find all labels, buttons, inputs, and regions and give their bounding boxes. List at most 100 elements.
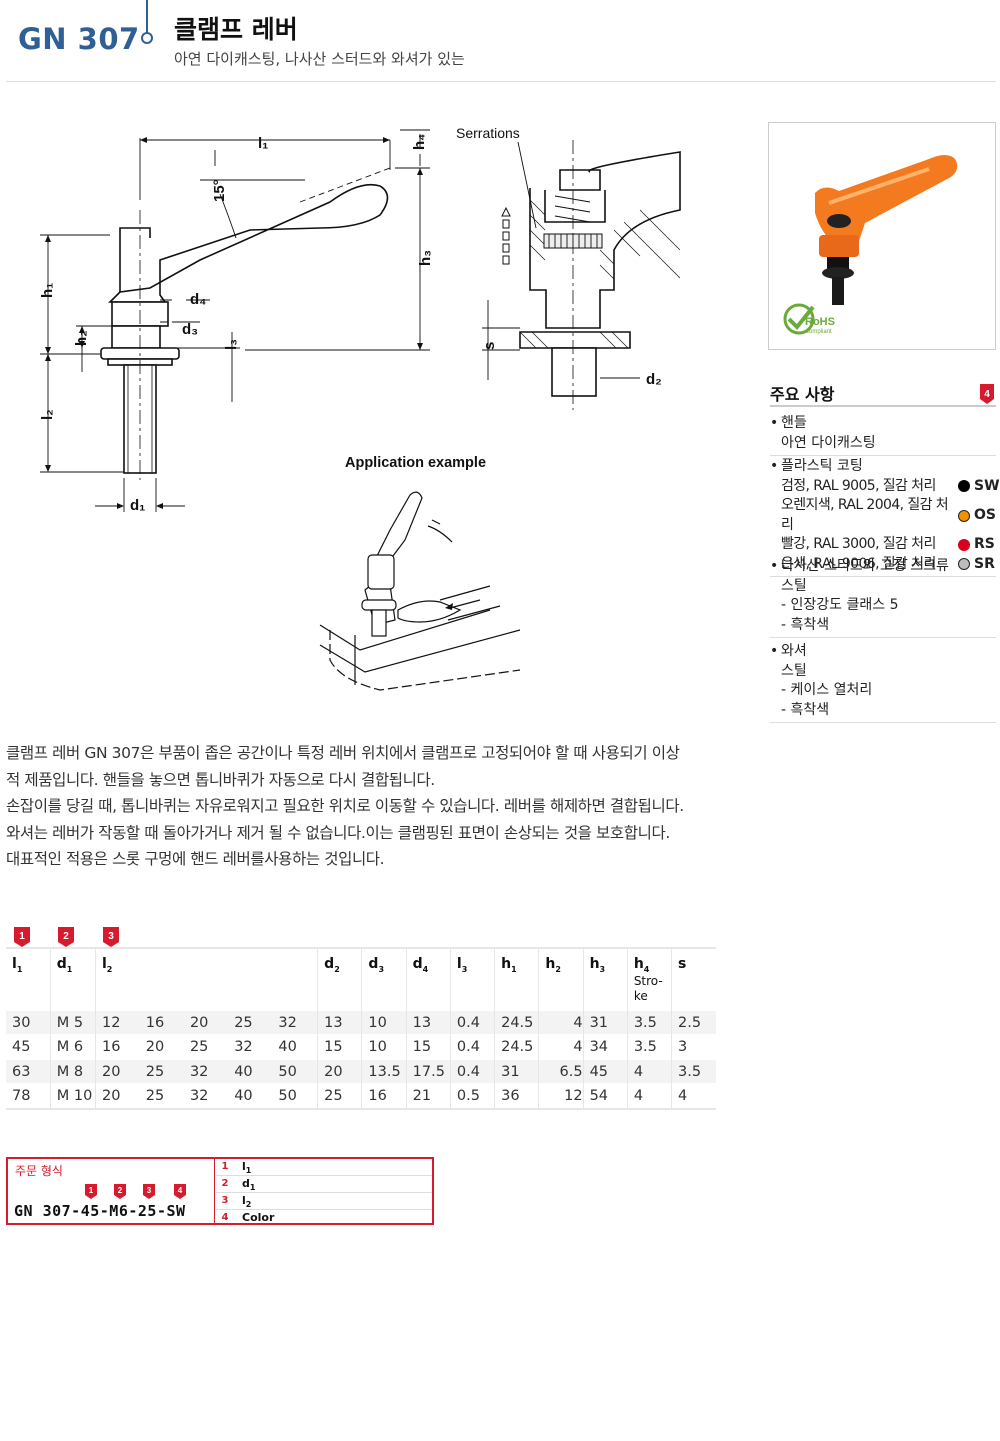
col-d3: d3 [361, 946, 407, 1011]
col-s: s [671, 946, 716, 1011]
svg-text:1: 1 [89, 1186, 94, 1195]
table-cell: 25 [317, 1083, 362, 1110]
table-cell: 63 [6, 1058, 51, 1084]
table-cell: 16 [94, 1034, 140, 1060]
table-cell: 20 [317, 1058, 362, 1084]
table-cell: 3.5 [626, 1009, 672, 1035]
table-cell: 15 [405, 1034, 451, 1060]
dim-l1: l₁ [258, 135, 268, 152]
col-h3: h3 [582, 946, 628, 1011]
svg-text:4: 4 [984, 389, 990, 400]
table-cell: 31 [494, 1058, 539, 1084]
dim-l3: l₃ [223, 339, 240, 350]
table-cell: 25 [183, 1034, 229, 1060]
table-cell: 40 [228, 1083, 273, 1110]
dim-h4: h₄ [411, 134, 428, 150]
order-title: 주문 형식 [15, 1164, 63, 1178]
table-cell: 2.5 [671, 1009, 716, 1035]
table-cell: 13 [405, 1009, 451, 1035]
svg-text:1: 1 [19, 931, 25, 942]
table-cell: 4 [671, 1083, 716, 1110]
table-cell: 32 [183, 1083, 229, 1110]
svg-text:3: 3 [147, 1186, 152, 1195]
dim-h2: h₂ [73, 330, 90, 346]
table-cell: 10 [361, 1034, 407, 1060]
table-cell: 31 [582, 1009, 628, 1035]
description-line: 대표적인 적용은 스롯 구멍에 핸드 레버를사용하는 것입니다. [6, 850, 385, 868]
svg-text:3: 3 [108, 931, 114, 942]
table-cell: M 8 [49, 1058, 96, 1084]
table-cell: 78 [6, 1083, 51, 1110]
table-cell: 20 [94, 1058, 140, 1084]
feature-washer: •와셔 스틸 - 케이스 열처리 - 흑착색 [770, 642, 996, 723]
table-badge-3: 3 [103, 927, 119, 947]
table-cell: 32 [272, 1009, 318, 1035]
table-cell: 17.5 [405, 1058, 451, 1084]
col-d2: d2 [317, 946, 362, 1011]
table-cell: 3.5 [626, 1034, 672, 1060]
application-example-label: Application example [345, 455, 486, 471]
table-cell: 40 [272, 1034, 318, 1060]
order-badge-1: 1 [85, 1184, 97, 1199]
table-cell: 36 [494, 1083, 539, 1110]
table-cell: 24.5 [494, 1009, 539, 1035]
table-cell: 54 [582, 1083, 628, 1110]
table-cell: 4 [538, 1009, 584, 1035]
table-cell: 20 [139, 1034, 184, 1060]
technical-drawing: l₁ h₄ 15° h₃ h₁ d₄ h₂ d₃ l₃ l₂ d₁ s d₂ S… [39, 125, 681, 691]
description-line: 손잡이를 당길 때, 톱니바퀴는 자유로워지고 필요한 위치로 이동할 수 있습… [6, 797, 684, 815]
table-cell: M 10 [49, 1083, 96, 1110]
dim-d4: d₄ [190, 291, 206, 308]
table-cell: 16 [139, 1009, 184, 1035]
table-cell: 21 [405, 1083, 451, 1110]
table-cell: 10 [361, 1009, 407, 1035]
order-badge-2: 2 [114, 1184, 126, 1199]
svg-text:2: 2 [118, 1186, 123, 1195]
table-cell: M 5 [49, 1009, 96, 1035]
dim-h1: h₁ [39, 283, 56, 298]
table-cell: 3 [671, 1034, 716, 1060]
col-l3: l3 [449, 946, 495, 1011]
col-l1: l1 [6, 946, 51, 1011]
table-cell: 12 [94, 1009, 140, 1035]
table-badges: 1 2 3 [6, 925, 718, 947]
order-badges: 1 2 3 4 [85, 1184, 195, 1200]
table-cell: 50 [272, 1058, 318, 1084]
col-h1: h1 [494, 946, 539, 1011]
table-cell: 34 [582, 1034, 628, 1060]
col-h2: h2 [538, 946, 584, 1011]
table-cell: 12 [538, 1083, 584, 1110]
table-cell: 45 [6, 1034, 51, 1060]
table-cell: 0.5 [449, 1083, 495, 1110]
table-cell: 3.5 [671, 1058, 716, 1084]
table-cell: 25 [139, 1083, 184, 1110]
table-cell: 24.5 [494, 1034, 539, 1060]
header-divider [6, 81, 996, 82]
page-subtitle: 아연 다이캐스팅, 나사산 스터드와 와셔가 있는 [174, 50, 465, 68]
product-photo: RoHS compliant [768, 122, 996, 350]
features-title: 주요 사항 [770, 385, 835, 404]
description-line: 와셔는 레버가 작동할 때 돌아가거나 제거 될 수 없습니다.이는 클램핑된 … [6, 823, 670, 842]
table-cell: M 6 [49, 1034, 96, 1060]
table-cell: 20 [183, 1009, 229, 1035]
table-badge-1: 1 [14, 927, 30, 947]
svg-text:2: 2 [63, 931, 69, 942]
table-cell: 0.4 [449, 1034, 495, 1060]
description: 클램프 레버 GN 307은 부품이 좁은 공간이나 특정 레버 위치에서 클램… [6, 740, 726, 873]
table-cell: 45 [582, 1058, 628, 1084]
dim-h3: h₃ [417, 250, 434, 266]
table-cell: 4 [626, 1083, 672, 1110]
serrations-label: Serrations [456, 125, 520, 141]
dim-d3: d₃ [182, 321, 198, 338]
rohs-mark: RoHS [805, 316, 835, 328]
table-cell: 20 [94, 1083, 140, 1110]
table-cell: 0.4 [449, 1058, 495, 1084]
feature-handle: •핸들 아연 다이캐스팅 [770, 414, 996, 456]
